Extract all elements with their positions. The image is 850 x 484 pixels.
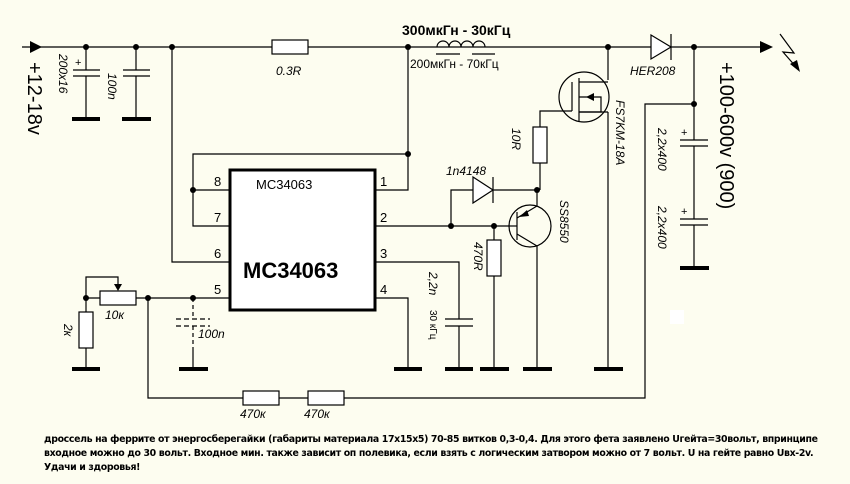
pin-1-label: 1 <box>380 174 387 189</box>
svg-text:+: + <box>75 57 81 69</box>
rbase-label: 470R <box>471 242 485 271</box>
mosfet-label: FS7KM-18A <box>613 100 627 165</box>
pin-8-label: 8 <box>214 174 221 189</box>
resistor-base <box>486 239 502 277</box>
pin-3-label: 3 <box>380 246 387 261</box>
rgate-label: 10R <box>509 128 523 150</box>
transistor-label: SS8550 <box>557 200 571 243</box>
input-arrow-icon <box>30 41 42 53</box>
inductor-label-top: 300мкГн - 30кГц <box>402 22 511 38</box>
ic-name-big: MC34063 <box>243 258 338 283</box>
gate-diode <box>472 175 495 205</box>
resistor-gate <box>532 126 548 164</box>
ctiming-note: 30 кГц <box>427 310 438 340</box>
rdiv-low-label: 2к <box>61 323 75 338</box>
gate-diode-label: 1n4148 <box>446 164 486 178</box>
pin-7-label: 7 <box>214 210 221 225</box>
cfb-label: 100n <box>198 327 225 341</box>
resistor-divider-2 <box>307 390 345 406</box>
danger-lightning-icon <box>779 33 800 72</box>
output-diode-label: HER208 <box>630 64 676 78</box>
output-arrow-icon <box>760 41 773 53</box>
inductor-label-bottom: 200мкГн - 70кГц <box>410 57 499 71</box>
pin-4-label: 4 <box>380 282 387 297</box>
ic-name-small: MC34063 <box>256 177 312 192</box>
input-voltage-label: +12-18v <box>23 62 45 135</box>
pin-5-label: 5 <box>214 282 221 297</box>
cout1-label: 2,2x400 <box>655 127 669 171</box>
resistor-divider-1 <box>242 390 280 406</box>
ctiming-label: 2,2n <box>426 271 440 296</box>
mosfet-symbol <box>539 71 610 360</box>
pot-label: 10к <box>105 308 125 322</box>
resistor-sense <box>271 39 309 55</box>
ic-body <box>228 168 377 312</box>
pin-6-label: 6 <box>214 246 221 261</box>
cin-ceramic-label: 100n <box>105 73 119 100</box>
output-diode <box>650 33 673 61</box>
svg-text:+: + <box>681 127 687 139</box>
inductor <box>436 40 486 48</box>
feedback-capacitor-optional <box>176 298 210 369</box>
pin-2-label: 2 <box>380 210 387 225</box>
rdiv1-label: 470к <box>240 407 267 421</box>
output-voltage-label: +100-600v (900) <box>715 62 737 209</box>
pnp-transistor <box>508 190 552 360</box>
resistor-divider-low <box>78 311 94 349</box>
rdiv2-label: 470к <box>304 407 331 421</box>
svg-text:+: + <box>681 206 687 218</box>
description-note: дроссель на феррите от энергосберегайки … <box>44 434 818 473</box>
rsense-label: 0.3R <box>276 64 302 78</box>
potentiometer <box>99 290 137 306</box>
cout2-label: 2,2x400 <box>655 205 669 249</box>
cin-electrolytic-label: 200x16 <box>56 53 70 94</box>
